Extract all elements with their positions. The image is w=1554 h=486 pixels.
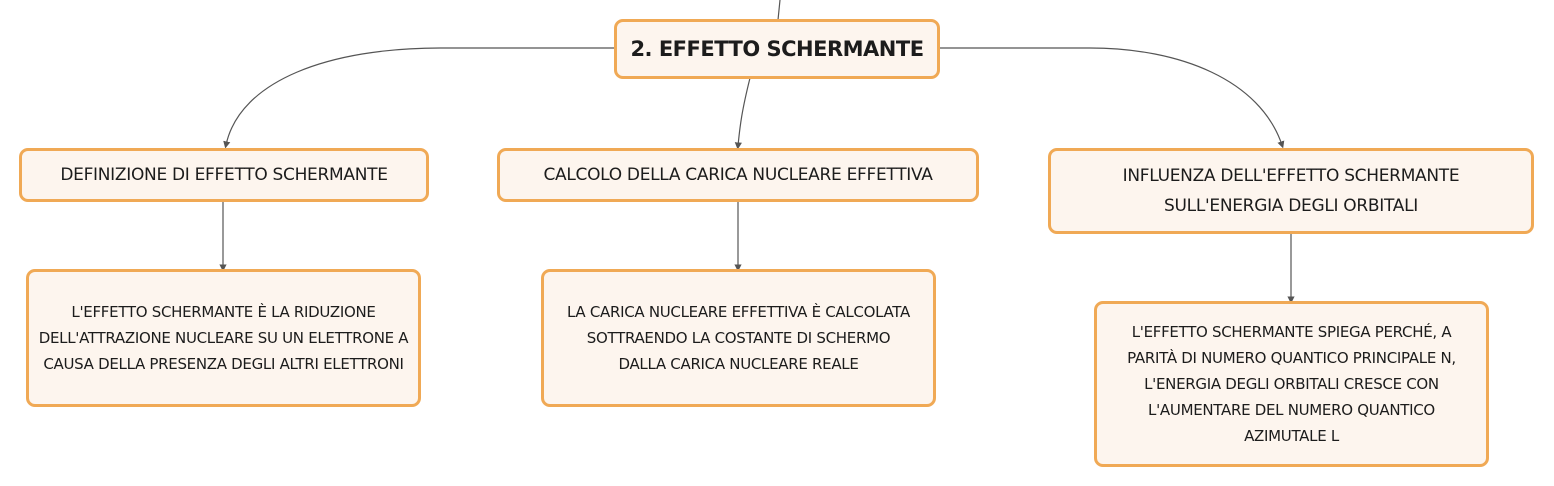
detail-definizione[interactable]: L'EFFETTO SCHERMANTE È LA RIDUZIONE DELL… bbox=[26, 269, 421, 407]
connector-root-branch-3 bbox=[940, 47, 1285, 149]
branch-topic-calcolo[interactable]: CALCOLO DELLA CARICA NUCLEARE EFFETTIVA bbox=[497, 148, 979, 202]
detail-influenza[interactable]: L'EFFETTO SCHERMANTE SPIEGA PERCHÉ, A PA… bbox=[1094, 301, 1489, 467]
branch-topic-influenza[interactable]: INFLUENZA DELL'EFFETTO SCHERMANTE SULL'E… bbox=[1048, 148, 1534, 234]
root-topic[interactable]: 2. EFFETTO SCHERMANTE bbox=[614, 19, 940, 79]
detail-calcolo[interactable]: LA CARICA NUCLEARE EFFETTIVA È CALCOLATA… bbox=[541, 269, 936, 407]
connector-root-branch-1 bbox=[223, 47, 615, 149]
connector-from-parent bbox=[777, 0, 781, 21]
branch-topic-definizione[interactable]: DEFINIZIONE DI EFFETTO SCHERMANTE bbox=[19, 148, 429, 202]
connector-root-branch-2 bbox=[734, 77, 751, 150]
